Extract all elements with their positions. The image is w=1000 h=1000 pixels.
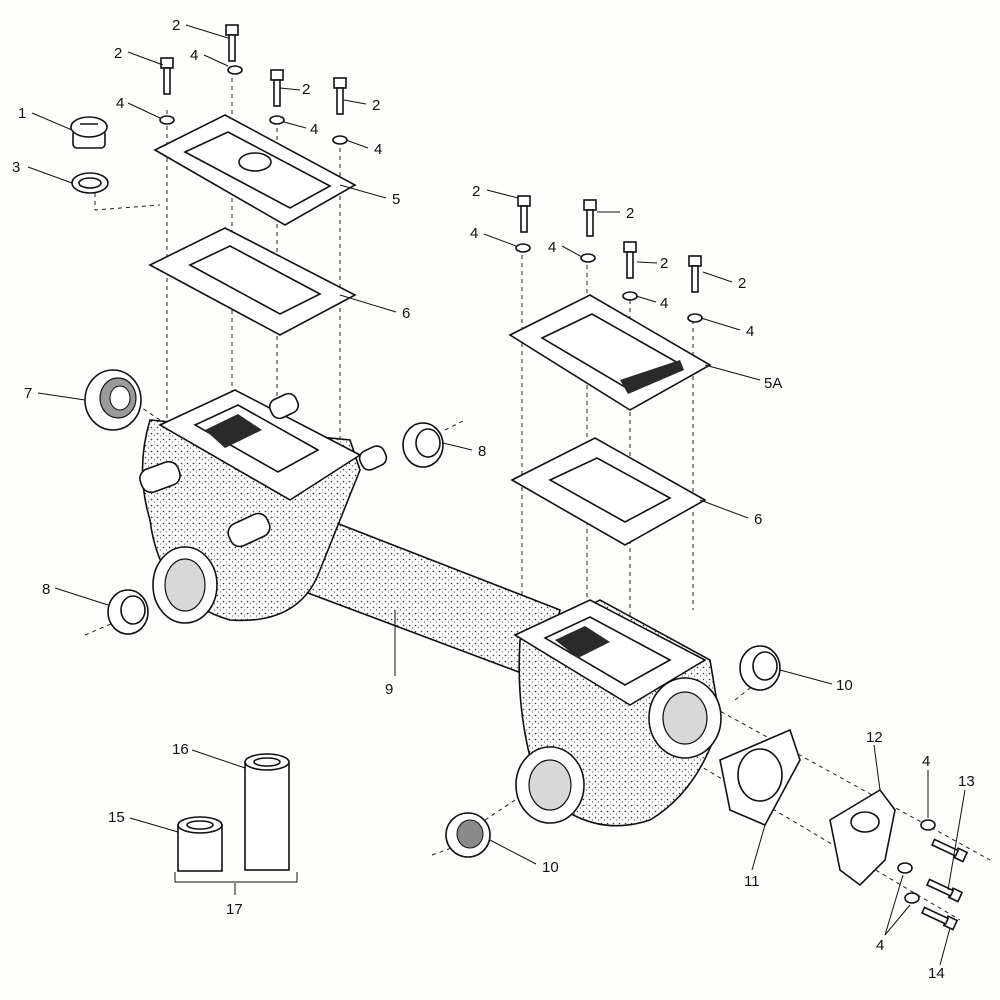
bearing-7 [84, 369, 142, 431]
gasket-right [510, 437, 707, 546]
callout-2: 2 [738, 275, 746, 292]
leader-lines [27, 24, 966, 966]
callout-4: 4 [876, 937, 884, 954]
kit-bracket [174, 872, 298, 883]
seal-10-lower [445, 812, 491, 858]
bolts [160, 24, 969, 931]
callout-2: 2 [472, 183, 480, 200]
cover-right [508, 294, 712, 411]
seal-8-upper [402, 422, 444, 468]
callout-4: 4 [746, 323, 754, 340]
callout-4: 4 [190, 47, 198, 64]
gasket-left [148, 227, 357, 336]
callout-2: 2 [114, 45, 122, 62]
callout-labels: 1 2 2 2 2 2 2 2 2 3 4 4 4 4 4 4 4 4 4 4 … [12, 17, 975, 982]
callout-1: 1 [18, 105, 26, 122]
callout-2: 2 [626, 205, 634, 222]
cover-left [153, 114, 357, 226]
gasket-11 [719, 728, 801, 827]
callout-12: 12 [866, 729, 883, 746]
callout-4: 4 [470, 225, 478, 242]
callout-9: 9 [385, 681, 393, 698]
callout-5A: 5A [764, 375, 782, 392]
end-plate-12 [829, 788, 896, 887]
axle-housing [139, 389, 722, 827]
callout-6: 6 [402, 305, 410, 322]
callout-4: 4 [922, 753, 930, 770]
callout-4: 4 [310, 121, 318, 138]
sealing-washer [71, 172, 109, 194]
callout-4: 4 [660, 295, 668, 312]
bushing-16 [244, 753, 290, 871]
callout-6: 6 [754, 511, 762, 528]
callout-16: 16 [172, 741, 189, 758]
callout-13: 13 [958, 773, 975, 790]
callout-17: 17 [226, 901, 243, 918]
filler-plug [70, 116, 108, 149]
callout-8: 8 [42, 581, 50, 598]
callout-2: 2 [372, 97, 380, 114]
callout-2: 2 [172, 17, 180, 34]
callout-14: 14 [928, 965, 945, 982]
bushing-15 [177, 816, 223, 872]
callout-4: 4 [116, 95, 124, 112]
lock-washers [159, 65, 936, 904]
callout-11: 11 [744, 873, 760, 890]
callout-2: 2 [302, 81, 310, 98]
seal-10-upper [739, 645, 781, 691]
callout-15: 15 [108, 809, 125, 826]
seal-8-lower [107, 589, 149, 635]
callout-7: 7 [24, 385, 32, 402]
callout-5: 5 [392, 191, 400, 208]
callout-2: 2 [660, 255, 668, 272]
callout-4: 4 [374, 141, 382, 158]
callout-10: 10 [542, 859, 559, 876]
callout-4: 4 [548, 239, 556, 256]
callout-3: 3 [12, 159, 20, 176]
callout-10: 10 [836, 677, 853, 694]
callout-8: 8 [478, 443, 486, 460]
